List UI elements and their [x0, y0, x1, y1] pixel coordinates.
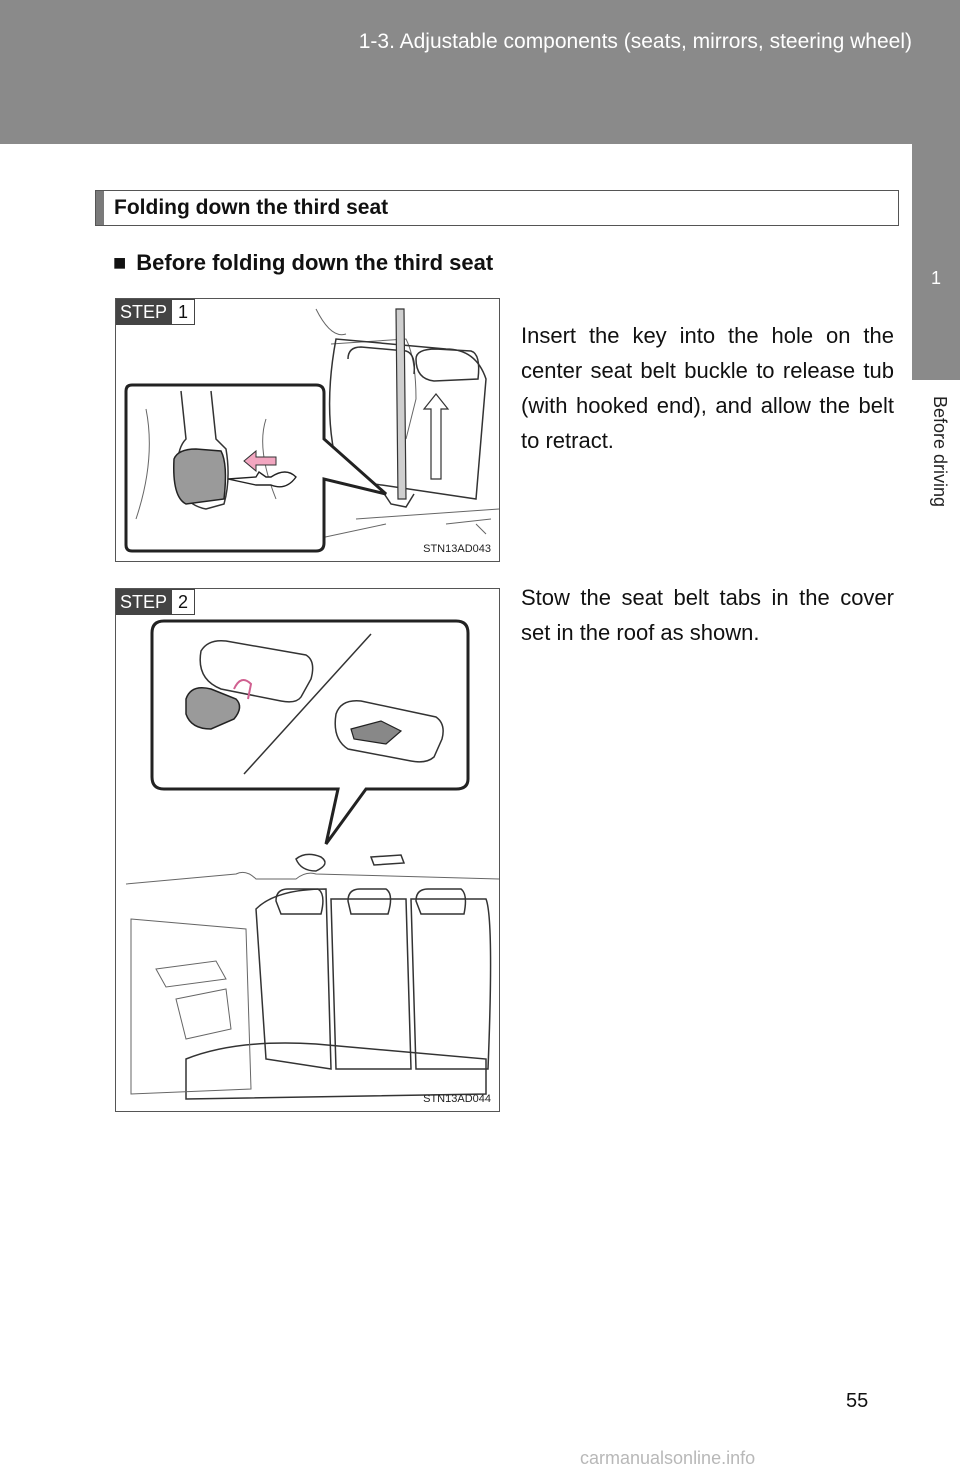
step-1-badge: STEP 1 [116, 299, 196, 325]
step-label: STEP [116, 589, 172, 615]
watermark: carmanualsonline.info [580, 1448, 756, 1468]
sub-heading: ■ Before folding down the third seat [113, 250, 493, 276]
figure-code: STN13AD044 [423, 1093, 491, 1105]
section-title-box: Folding down the third seat [95, 190, 899, 226]
step-2-badge: STEP 2 [116, 589, 196, 615]
page-header: 1-3. Adjustable components (seats, mirro… [0, 0, 960, 144]
side-tab-number: 1 [930, 268, 941, 288]
page-number: 55 [846, 1390, 869, 1412]
header-title: 1-3. Adjustable components (seats, mirro… [358, 30, 912, 53]
step-1-illustration [124, 308, 500, 553]
step-2-illustration [125, 619, 500, 1100]
step-2-figure: STEP 2 STN13AD044 [115, 588, 500, 1112]
step-1-figure: STEP 1 STN13AD043 [115, 298, 500, 562]
step-label: STEP [116, 299, 172, 325]
side-tab [912, 144, 960, 380]
side-tab-label: Before driving [930, 396, 950, 508]
step-1-text: Insert the key into the hole on the cent… [521, 323, 894, 453]
step-number: 2 [171, 589, 196, 615]
square-bullet-icon: ■ [113, 250, 127, 275]
step-number: 1 [171, 299, 196, 325]
section-title-bar [96, 191, 104, 225]
figure-code: STN13AD043 [423, 543, 491, 555]
sub-heading-text: Before folding down the third seat [136, 250, 494, 275]
step-2-text: Stow the seat belt tabs in the cover set… [521, 585, 894, 645]
section-title: Folding down the third seat [114, 196, 389, 219]
